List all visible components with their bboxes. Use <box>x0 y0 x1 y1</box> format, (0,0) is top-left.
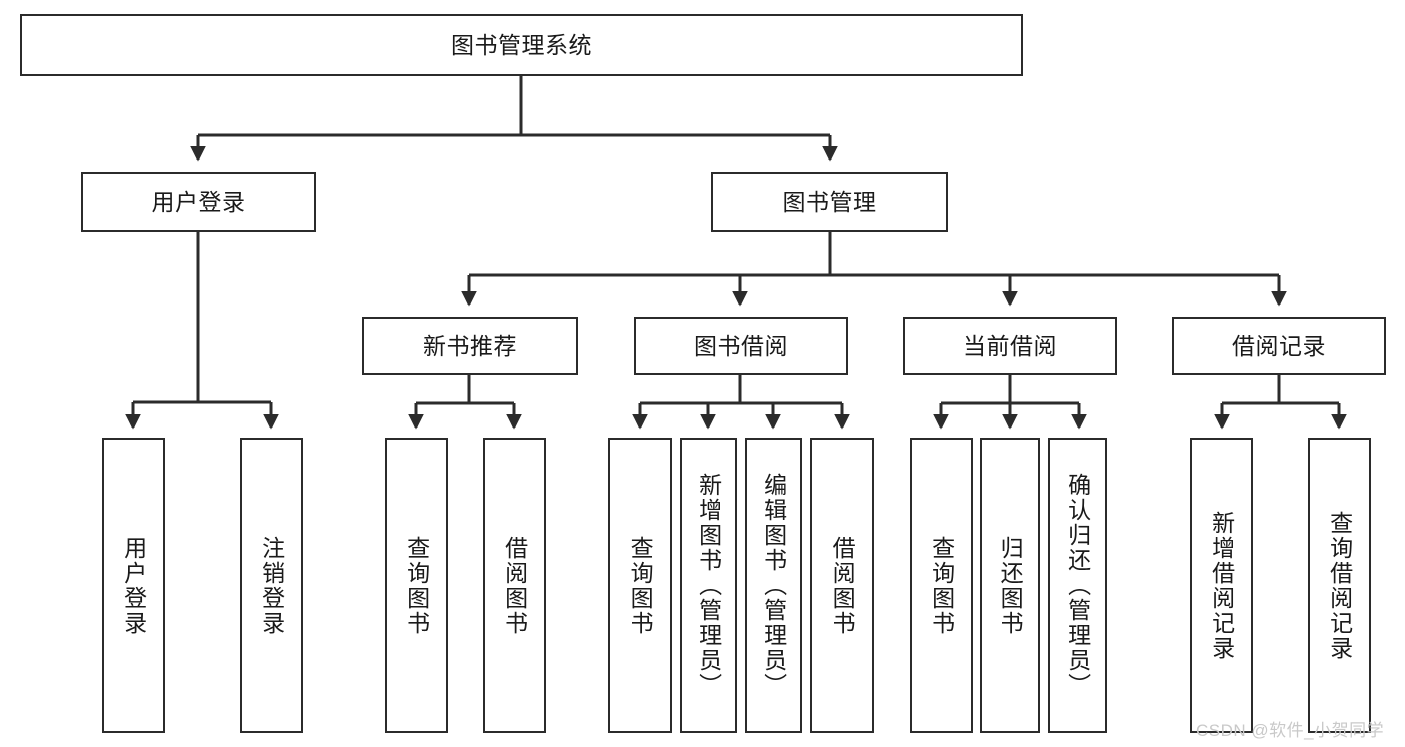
node-user-login[interactable]: 用户登录 <box>81 172 316 232</box>
node-label: 借阅记录 <box>1232 332 1326 359</box>
node-label: 图书管理 <box>782 188 877 215</box>
node-book-borrow[interactable]: 图书借阅 <box>634 317 848 375</box>
node-leaf-confirm-return[interactable]: 确认归还（管理员） <box>1048 438 1107 733</box>
node-label: 图书管理系统 <box>451 31 592 58</box>
node-leaf-add-book[interactable]: 新增图书（管理员） <box>680 438 737 733</box>
node-label: 借阅图书 <box>501 535 528 636</box>
node-new-book-recommend[interactable]: 新书推荐 <box>362 317 578 375</box>
node-label: 查询借阅记录 <box>1326 510 1353 661</box>
node-leaf-query-book-current[interactable]: 查询图书 <box>910 438 973 733</box>
node-label: 新增借阅记录 <box>1208 510 1235 661</box>
node-current-borrow[interactable]: 当前借阅 <box>903 317 1117 375</box>
node-book-management[interactable]: 图书管理 <box>711 172 948 232</box>
node-leaf-return-book[interactable]: 归还图书 <box>980 438 1040 733</box>
node-leaf-query-book-borrow[interactable]: 查询图书 <box>608 438 672 733</box>
node-label: 新增图书（管理员） <box>695 473 722 698</box>
node-leaf-borrow-book[interactable]: 借阅图书 <box>810 438 874 733</box>
node-label: 归还图书 <box>997 535 1024 636</box>
node-label: 用户登录 <box>151 188 246 215</box>
node-root-book-management-system[interactable]: 图书管理系统 <box>20 14 1023 76</box>
node-leaf-edit-book[interactable]: 编辑图书（管理员） <box>745 438 802 733</box>
node-label: 确认归还（管理员） <box>1064 473 1091 698</box>
node-label: 当前借阅 <box>963 332 1057 359</box>
node-label: 用户登录 <box>120 535 147 636</box>
node-label: 查询图书 <box>928 535 955 636</box>
node-label: 图书借阅 <box>694 332 788 359</box>
node-leaf-add-borrow-record[interactable]: 新增借阅记录 <box>1190 438 1253 733</box>
node-label: 查询图书 <box>403 535 430 636</box>
node-label: 注销登录 <box>258 535 285 636</box>
csdn-watermark: CSDN @软件_小贺同学 <box>1196 721 1385 740</box>
node-leaf-query-book-recommend[interactable]: 查询图书 <box>385 438 448 733</box>
node-leaf-borrow-book-recommend[interactable]: 借阅图书 <box>483 438 546 733</box>
node-leaf-query-borrow-record[interactable]: 查询借阅记录 <box>1308 438 1371 733</box>
node-label: 编辑图书（管理员） <box>760 473 787 698</box>
node-label: 新书推荐 <box>423 332 517 359</box>
node-leaf-logout-login[interactable]: 注销登录 <box>240 438 303 733</box>
node-label: 查询图书 <box>627 535 654 636</box>
node-borrow-record[interactable]: 借阅记录 <box>1172 317 1386 375</box>
node-label: 借阅图书 <box>829 535 856 636</box>
node-leaf-user-login[interactable]: 用户登录 <box>102 438 165 733</box>
